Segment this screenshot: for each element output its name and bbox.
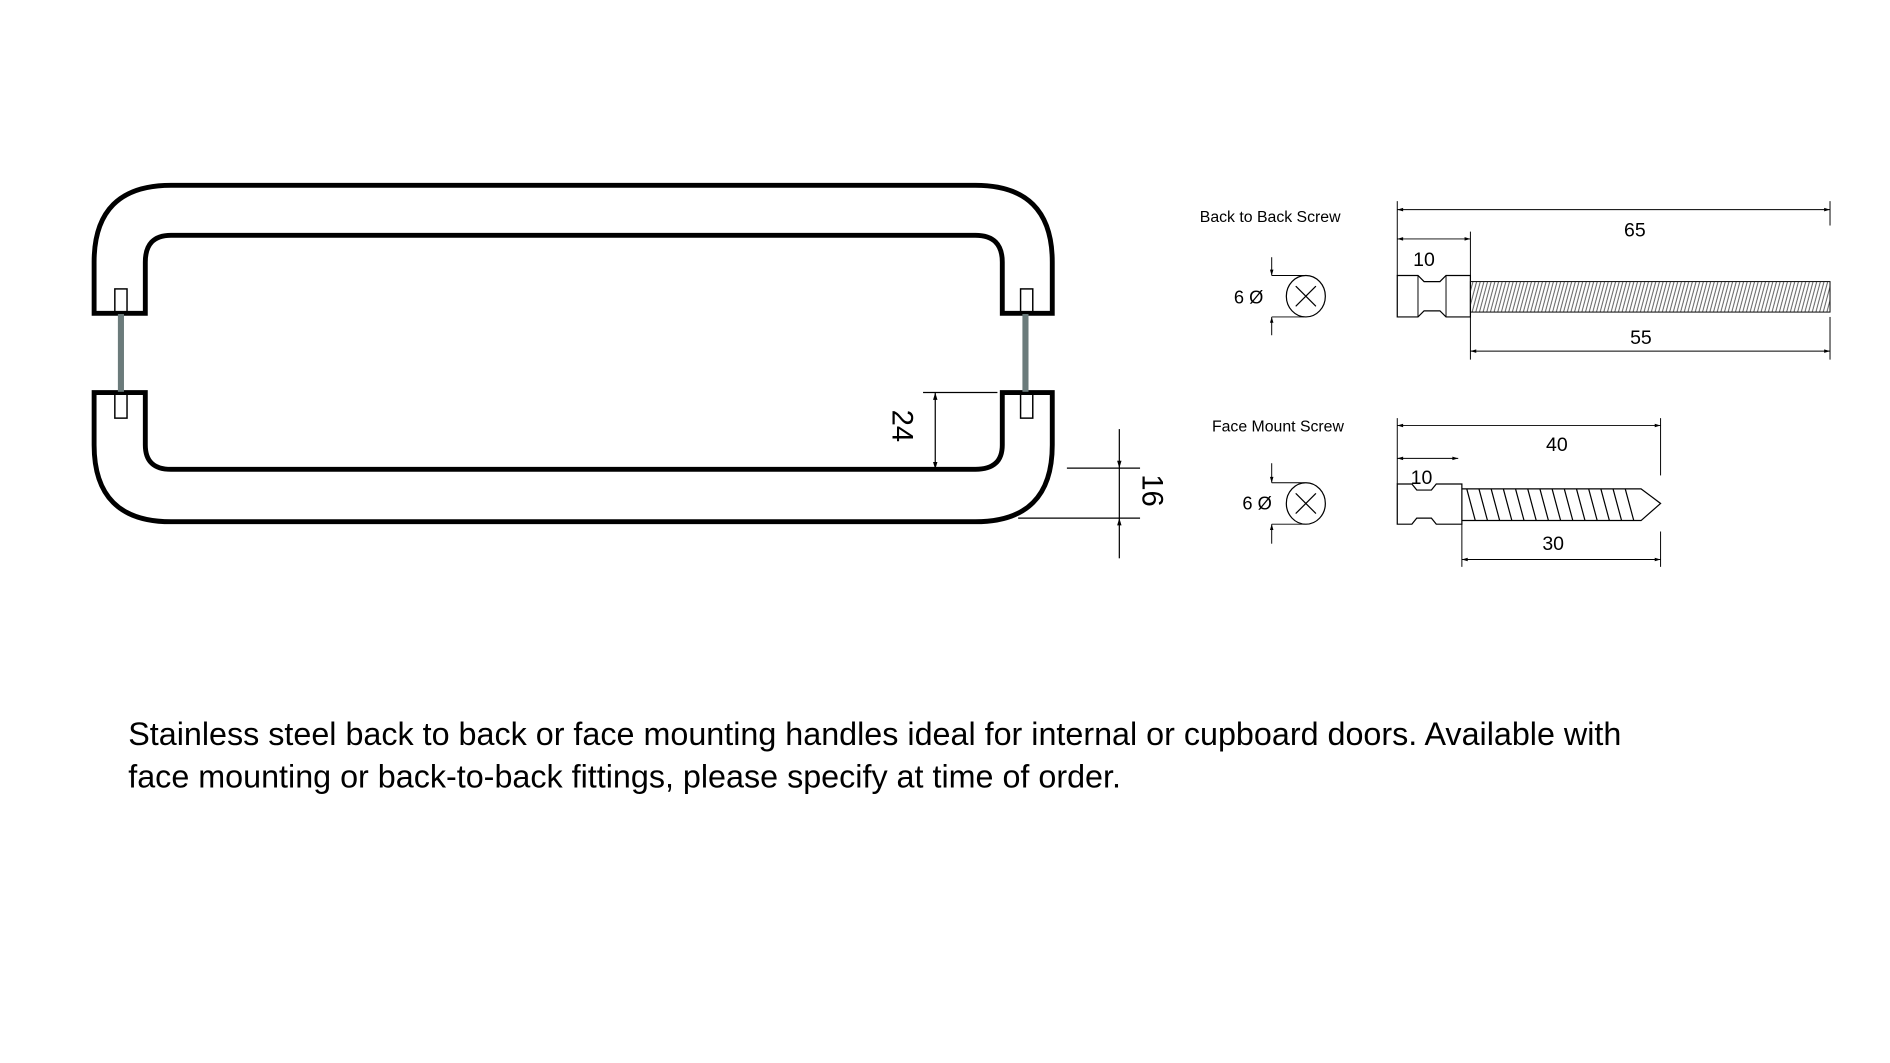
dim-thread: 30 <box>1542 533 1564 555</box>
dim-overall: 65 <box>1624 219 1646 241</box>
dim-overall: 40 <box>1546 434 1568 456</box>
description-line-1: Stainless steel back to back or face mou… <box>128 716 1621 752</box>
back-to-back-diameter: 6 Ø <box>1234 287 1263 308</box>
face-mount-diameter: 6 Ø <box>1242 493 1271 514</box>
face-mount-screw: Face Mount Screw 6 Ø 40 10 30 <box>1212 418 1662 567</box>
screw-head-cross-icon <box>1285 274 1326 318</box>
dim-gap-label: 24 <box>886 410 918 443</box>
dim-thread: 55 <box>1630 327 1652 349</box>
handle-upper-half <box>91 182 1055 316</box>
face-mount-label: Face Mount Screw <box>1212 419 1345 436</box>
dimension-thickness: 16 <box>1018 429 1167 559</box>
right-rod <box>1022 313 1029 393</box>
dimension-gap: 24 <box>886 391 998 470</box>
back-to-back-label: Back to Back Screw <box>1200 209 1341 226</box>
dim-head: 10 <box>1411 467 1433 489</box>
screw-head-cross-icon <box>1285 482 1326 525</box>
dim-thickness-label: 16 <box>1135 474 1167 507</box>
handle-lower-half <box>91 390 1055 525</box>
left-rod <box>117 313 124 393</box>
handle-drawing: 24 16 <box>91 182 1167 559</box>
description-line-2: face mounting or back-to-back fittings, … <box>128 758 1121 794</box>
dim-head: 10 <box>1413 249 1435 271</box>
back-to-back-screw: Back to Back Screw 6 Ø 65 10 55 <box>1200 201 1831 360</box>
